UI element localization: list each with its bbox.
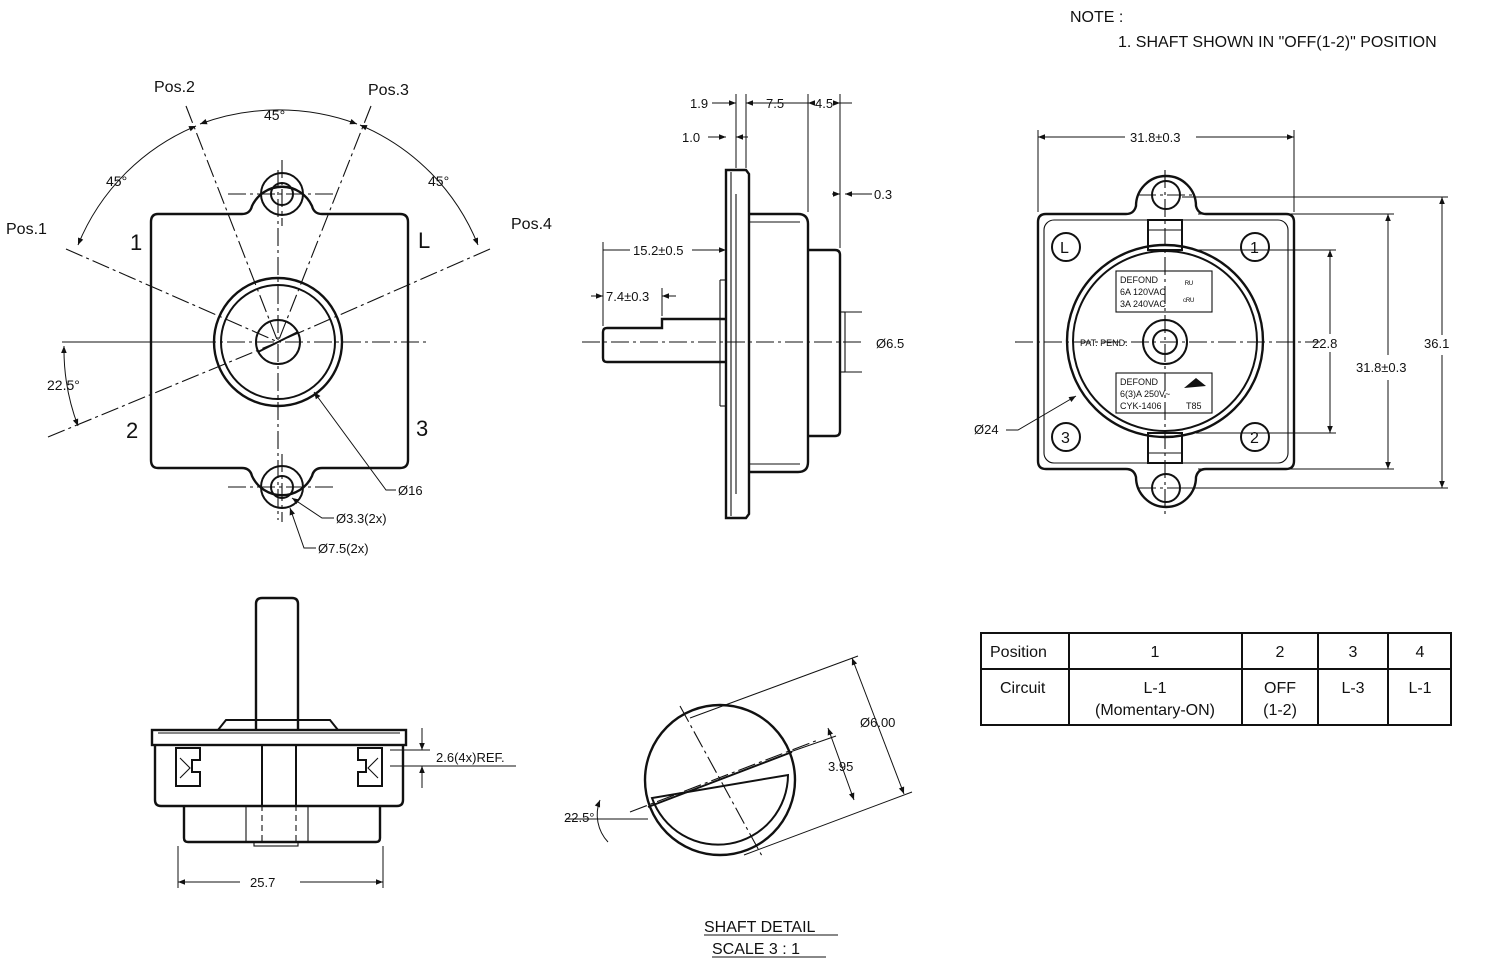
table-circuit-2-line2: (1-2): [1263, 702, 1297, 719]
terminal-2: 2: [126, 418, 138, 443]
table-circuit-4-line1: L-1: [1408, 680, 1431, 697]
table-header-position: Position: [990, 644, 1047, 661]
dim-boss-dia: Ø7.5(2x): [318, 541, 369, 556]
rear-terminal-L: L: [1060, 240, 1069, 257]
table-position-4: 4: [1416, 644, 1425, 661]
rear-terminal-3-circle: [1051, 422, 1081, 452]
shaft-detail-title: SHAFT DETAIL: [704, 919, 816, 936]
bottom-shaft: [254, 596, 300, 730]
dim-1-0: 1.0: [682, 130, 700, 145]
rear-label-rating-2: 3A 240VAC: [1120, 299, 1166, 309]
rear-terminal-2-circle: [1240, 422, 1270, 452]
rear-terminal-2: 2: [1250, 430, 1259, 447]
dim-0-3: 0.3: [874, 187, 892, 202]
dim-7-4: 7.4±0.3: [606, 289, 649, 304]
rear-label-rating-bottom: 6(3)A 250V~: [1120, 389, 1170, 399]
dim-15-2: 15.2±0.5: [633, 243, 684, 258]
shaft-flat-section: [650, 773, 790, 846]
note-block: NOTE : 1. SHAFT SHOWN IN "OFF(1-2)" POSI…: [1070, 9, 1437, 51]
shaft-dim-flat: 3.95: [828, 759, 853, 774]
angle-right: 45°: [428, 173, 449, 189]
terminal-3: 3: [416, 416, 428, 441]
rear-terminal-3: 3: [1061, 430, 1070, 447]
side-boss: [808, 248, 842, 438]
bottom-dim-width: 25.7: [250, 875, 275, 890]
rear-top-label: [1115, 270, 1213, 313]
bottom-view: 25.7 2.6(4x)REF.: [150, 596, 516, 890]
rear-label-brand-top: DEFOND: [1120, 275, 1159, 285]
table-position-1: 1: [1151, 644, 1160, 661]
dim-hub-dia: Ø16: [398, 483, 423, 498]
rear-label-temp: T85: [1186, 401, 1202, 411]
angle-top: 45°: [264, 107, 285, 123]
shaft-detail: Ø6.00 3.95 22.5° SHAFT DETAIL SCALE 3 : …: [564, 655, 913, 958]
terminal-L: L: [418, 228, 430, 253]
table-circuit-2-line1: OFF: [1264, 680, 1296, 697]
rear-terminal-1-circle: [1240, 232, 1270, 262]
front-view: Pos.2 Pos.3 Pos.1 Pos.4 45° 45° 45° 22.5…: [6, 79, 552, 556]
rear-view: L 1 3 2 DEFOND 6A 120VAC 3A 240VAC ᴿᵁ ᶜᴿ…: [974, 130, 1449, 515]
table-position-3: 3: [1349, 644, 1358, 661]
dim-1-9: 1.9: [690, 96, 708, 111]
rear-dim-body-dia: Ø24: [974, 422, 999, 437]
shaft-outer-circle: [643, 703, 797, 857]
rear-dim-inner: 22.8: [1312, 336, 1337, 351]
position-circuit-table: Position Circuit 1 2 3 4 L-1 (Momentary-…: [980, 632, 1452, 726]
label-pos-2: Pos.2: [154, 79, 195, 96]
side-body: [749, 212, 810, 474]
label-pos-1: Pos.1: [6, 221, 47, 238]
rear-terminal-L-circle: [1051, 232, 1081, 262]
ul-mark-1: ᴿᵁ: [1185, 279, 1193, 289]
side-view: 1.9 7.5 4.5 1.0 0.3 15.2±0.5 7.4±0.3 Ø6.…: [582, 94, 904, 520]
note-line-1: 1. SHAFT SHOWN IN "OFF(1-2)" POSITION: [1118, 34, 1437, 51]
bottom-dim-ref: 2.6(4x)REF.: [436, 750, 505, 765]
rear-label-brand-bottom: DEFOND: [1120, 377, 1159, 387]
ul-mark-2: ᶜᴿᵁ: [1183, 296, 1194, 306]
shaft-detail-scale: SCALE 3 : 1: [712, 941, 800, 958]
angle-offset: 22.5°: [47, 377, 80, 393]
table-circuit-3-line1: L-3: [1341, 680, 1364, 697]
dim-7-5: 7.5: [766, 96, 784, 111]
bottom-flange: [150, 728, 408, 747]
table-circuit-1-line2: (Momentary-ON): [1095, 702, 1215, 719]
bottom-body: [153, 745, 405, 808]
rear-label-model: CYK-1406: [1120, 401, 1162, 411]
dim-4-5: 4.5: [815, 96, 833, 111]
note-heading: NOTE :: [1070, 9, 1123, 26]
rear-bottom-label: [1115, 372, 1213, 414]
dim-shaft-dia: Ø6.5: [876, 336, 904, 351]
label-pos-3: Pos.3: [368, 82, 409, 99]
rear-label-patent: PAT. PEND.: [1080, 338, 1128, 348]
label-pos-4: Pos.4: [511, 216, 552, 233]
rear-dim-width: 31.8±0.3: [1130, 130, 1181, 145]
rear-dim-height: 31.8±0.3: [1356, 360, 1407, 375]
side-shaft: [601, 317, 726, 364]
angle-left: 45°: [106, 173, 127, 189]
shaft-dim-angle: 22.5°: [564, 810, 595, 825]
front-body-outline: [149, 185, 410, 497]
bottom-boss: [182, 806, 382, 844]
table-circuit-1-line1: L-1: [1143, 680, 1166, 697]
table-row-circuit: Circuit: [1000, 680, 1046, 697]
shaft-dim-dia: Ø6.00: [860, 715, 895, 730]
cert-mark-icon: [1184, 378, 1206, 388]
dim-hole-dia: Ø3.3(2x): [336, 511, 387, 526]
rear-terminal-1: 1: [1250, 240, 1259, 257]
rear-label-rating-1: 6A 120VAC: [1120, 287, 1166, 297]
table-position-2: 2: [1276, 644, 1285, 661]
rear-dim-overall: 36.1: [1424, 336, 1449, 351]
side-flange: [724, 168, 751, 520]
terminal-1: 1: [130, 230, 142, 255]
